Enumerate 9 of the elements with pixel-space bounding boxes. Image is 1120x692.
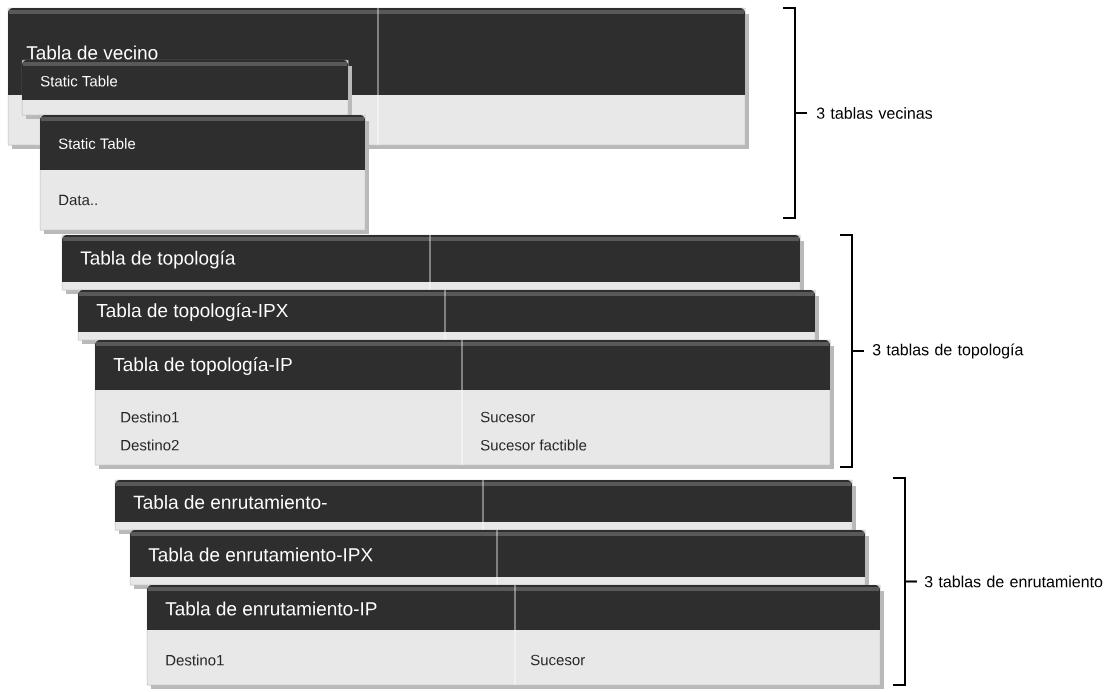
table-card: Tabla de enrutamiento- xyxy=(115,479,856,534)
table-card: Tabla de enrutamiento-IPX xyxy=(130,529,869,589)
table-card: Tabla de topología xyxy=(62,234,804,294)
table-card: Tabla de enrutamiento-IP Destino1 Sucesor xyxy=(147,584,884,689)
bracket-label: 3 tablas de topología xyxy=(872,343,1024,359)
table-card: Static Table xyxy=(22,60,352,119)
bracket-label: 3 tablas de enrutamiento xyxy=(924,575,1103,588)
table-card: Tabla de topología-IPX xyxy=(78,289,819,344)
bracket-label: 3 tablas vecinas xyxy=(816,107,933,119)
